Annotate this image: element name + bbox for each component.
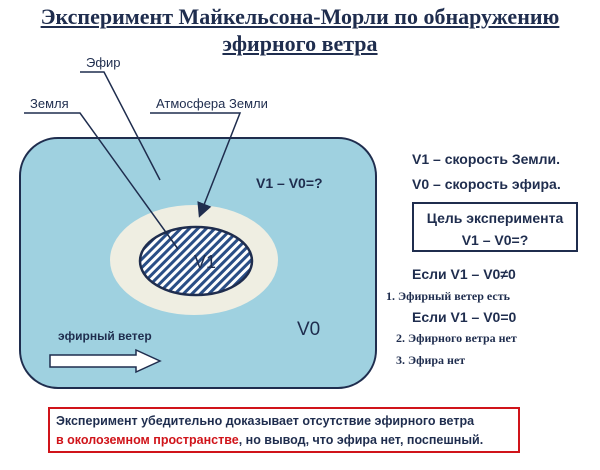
label-v0: V0 <box>297 319 321 340</box>
goal-formula: V1 – V0=? <box>461 232 529 248</box>
condition-zero: Если V1 – V0=0 <box>412 309 517 325</box>
page-title-line-1: Эксперимент Майкельсона-Морли по обнаруж… <box>40 4 560 29</box>
definition-v1: V1 – скорость Земли. <box>412 151 561 167</box>
case-item-1: 1. Эфирный ветер есть <box>386 289 510 303</box>
ether-pointer <box>80 71 161 181</box>
earth-pointer <box>24 112 179 250</box>
atmosphere-pointer <box>150 112 242 218</box>
case-item-3: 3. Эфира нет <box>396 353 466 367</box>
conclusion-line-2: в околоземном пространстве, но вывод, чт… <box>56 431 512 450</box>
ether-wind-arrow <box>49 348 162 374</box>
label-atmosphere: Атмосфера Земли <box>156 96 268 111</box>
earth-ellipse <box>138 225 254 297</box>
conclusion-line-1: Эксперимент убедительно доказывает отсут… <box>56 414 475 428</box>
experiment-goal-box: Цель эксперимента V1 – V0=? <box>412 202 578 252</box>
goal-title: Цель эксперимента <box>426 210 564 226</box>
condition-nonzero: Если V1 – V0≠0 <box>412 266 516 282</box>
conclusion-box: Эксперимент убедительно доказывает отсут… <box>48 407 520 453</box>
label-ether-wind: эфирный ветер <box>58 329 152 343</box>
label-ether: Эфир <box>86 55 121 70</box>
page-title-line-2: эфирного ветра <box>222 31 378 56</box>
case-item-2: 2. Эфирного ветра нет <box>396 331 517 345</box>
conclusion-highlight: в околоземном пространстве <box>56 433 239 447</box>
conclusion-rest: , но вывод, что эфира нет, поспешный. <box>238 433 484 447</box>
label-v1-minus-v0: V1 – V0=? <box>256 175 323 191</box>
label-v1: V1 <box>194 252 217 272</box>
definition-v0: V0 – скорость эфира. <box>412 176 561 192</box>
label-earth: Земля <box>30 96 69 111</box>
